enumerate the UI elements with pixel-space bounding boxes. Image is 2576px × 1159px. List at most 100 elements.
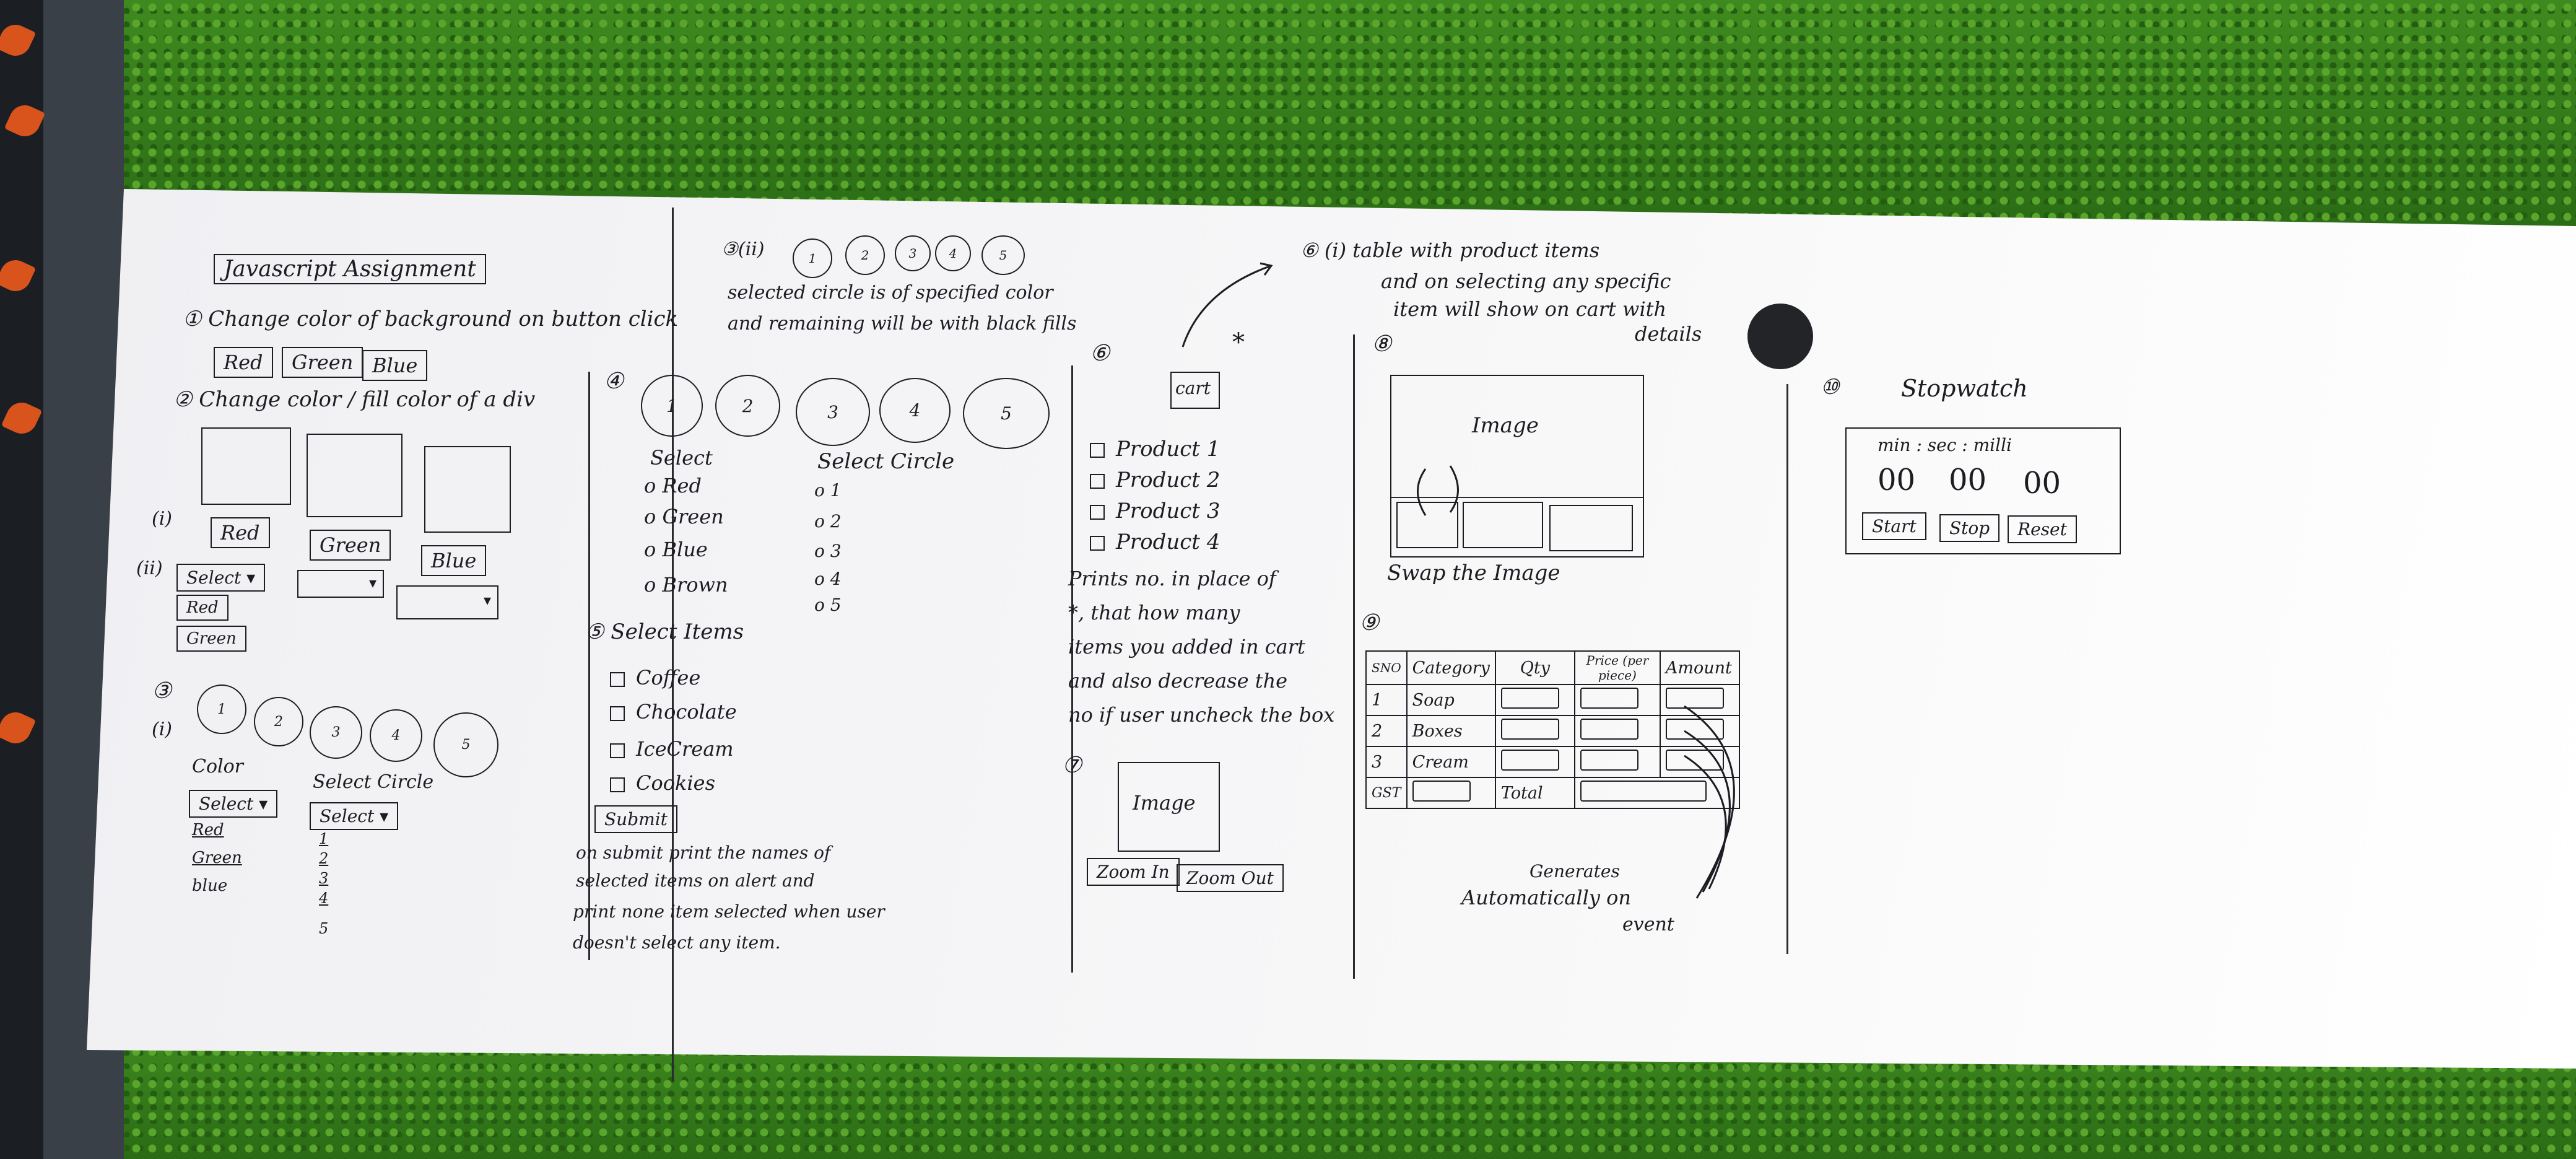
s1-blue-button[interactable]: Blue bbox=[362, 350, 428, 381]
stop-button[interactable]: Stop bbox=[1939, 514, 2000, 542]
s6-number: ⑥ bbox=[1090, 341, 1110, 366]
s9-note: event bbox=[1622, 914, 1674, 935]
price-input[interactable] bbox=[1580, 718, 1638, 740]
s8-image-label: Image bbox=[1472, 413, 1539, 438]
s5-note: print none item selected when user bbox=[573, 901, 885, 922]
qty-input[interactable] bbox=[1500, 749, 1559, 771]
qty-input[interactable] bbox=[1500, 687, 1559, 709]
table-header: Qty bbox=[1494, 650, 1575, 685]
price-input[interactable] bbox=[1580, 749, 1638, 771]
s3-color-option: Red bbox=[192, 821, 224, 839]
s2-red-button[interactable]: Red bbox=[211, 517, 270, 548]
s5-submit-button[interactable]: Submit bbox=[594, 805, 677, 833]
checkbox-icon[interactable] bbox=[1090, 536, 1105, 551]
s6-product[interactable]: Product 3 bbox=[1090, 499, 1220, 523]
checkbox-icon[interactable] bbox=[610, 777, 625, 792]
s2-ii-label: (ii) bbox=[136, 558, 163, 579]
cart-icon[interactable]: cart bbox=[1170, 372, 1220, 409]
s6-product[interactable]: Product 1 bbox=[1090, 437, 1220, 461]
s3ii-circle[interactable]: 5 bbox=[981, 235, 1025, 275]
amount-input[interactable] bbox=[1665, 749, 1724, 771]
reset-button[interactable]: Reset bbox=[2008, 515, 2077, 543]
s2-green-button[interactable]: Green bbox=[310, 530, 391, 561]
s3-circle[interactable]: 4 bbox=[370, 709, 422, 762]
s2-option-red[interactable]: Red bbox=[176, 595, 228, 621]
table-header: SNO bbox=[1365, 650, 1408, 685]
s3-circle[interactable]: 2 bbox=[254, 697, 303, 746]
s5-item[interactable]: Cookies bbox=[610, 771, 715, 795]
s4-number-radio[interactable]: o 2 bbox=[814, 511, 842, 531]
checkbox-icon[interactable] bbox=[1090, 505, 1105, 520]
s3-color-select[interactable]: Select bbox=[189, 790, 278, 818]
s2-color-select[interactable]: Select bbox=[176, 564, 266, 592]
s3-i-label: (i) bbox=[152, 719, 173, 740]
minutes-display: 00 bbox=[1878, 463, 1916, 497]
s5-item[interactable]: Chocolate bbox=[610, 700, 737, 724]
s3ii-circle[interactable]: 3 bbox=[895, 235, 931, 271]
s1-red-button[interactable]: Red bbox=[214, 347, 273, 378]
s2-select-empty[interactable]: ▾ bbox=[297, 570, 384, 598]
s3-color-option: Green bbox=[192, 849, 242, 867]
s6-note: *, that how many bbox=[1068, 601, 1240, 624]
zoom-in-button[interactable]: Zoom In bbox=[1087, 858, 1180, 886]
checkbox-icon[interactable] bbox=[610, 743, 625, 758]
s6-product[interactable]: Product 4 bbox=[1090, 530, 1220, 554]
s4-number-radio[interactable]: o 3 bbox=[814, 541, 842, 561]
s3-circle-select[interactable]: Select bbox=[310, 802, 399, 830]
zoom-out-button[interactable]: Zoom Out bbox=[1177, 864, 1284, 892]
thumbnail[interactable] bbox=[1463, 502, 1543, 548]
amount-input[interactable] bbox=[1665, 687, 1724, 709]
checkbox-icon[interactable] bbox=[1090, 443, 1105, 458]
price-input[interactable] bbox=[1580, 687, 1638, 709]
color-div bbox=[424, 446, 511, 533]
s2-select-empty[interactable]: ▾ bbox=[396, 585, 498, 619]
s3-circle-option: 5 bbox=[319, 920, 329, 937]
s3-circle[interactable]: 5 bbox=[433, 712, 498, 777]
s4-circle[interactable]: 1 bbox=[641, 375, 703, 437]
s4-color-radio[interactable]: o Green bbox=[644, 505, 724, 528]
s5-item[interactable]: Coffee bbox=[610, 666, 700, 689]
s6-note: no if user uncheck the box bbox=[1068, 703, 1335, 727]
checkbox-icon[interactable] bbox=[610, 706, 625, 721]
s5-item[interactable]: IceCream bbox=[610, 737, 734, 761]
stopwatch-title: Stopwatch bbox=[1901, 375, 2028, 402]
s3ii-circle[interactable]: 2 bbox=[845, 235, 885, 275]
s6-product[interactable]: Product 2 bbox=[1090, 468, 1220, 492]
s3-circle-option: 1 bbox=[319, 830, 329, 847]
s3ii-circle[interactable]: 4 bbox=[935, 235, 971, 271]
s1-green-button[interactable]: Green bbox=[282, 347, 363, 378]
s4-color-radio[interactable]: o Brown bbox=[644, 573, 728, 597]
s6-note: items you added in cart bbox=[1068, 635, 1305, 658]
s4-circle[interactable]: 4 bbox=[879, 378, 951, 443]
gst-input[interactable] bbox=[1412, 780, 1471, 802]
s4-color-radio[interactable]: o Blue bbox=[644, 538, 708, 561]
s4-circle[interactable]: 2 bbox=[715, 375, 780, 437]
s4-circle[interactable]: 3 bbox=[796, 378, 870, 446]
s6-star: * bbox=[1232, 328, 1245, 357]
s3ii-circle[interactable]: 1 bbox=[793, 238, 832, 278]
s3-circle[interactable]: 3 bbox=[310, 706, 362, 759]
s2-option-green[interactable]: Green bbox=[176, 626, 246, 652]
s7-image-label: Image bbox=[1133, 791, 1196, 815]
s4-number-radio[interactable]: o 5 bbox=[814, 595, 842, 615]
s4-number-radio[interactable]: o 4 bbox=[814, 569, 842, 589]
s3-circle-option: 2 bbox=[319, 850, 329, 867]
table-row: 1 Soap bbox=[1365, 684, 1740, 716]
checkbox-icon[interactable] bbox=[610, 671, 625, 687]
qty-input[interactable] bbox=[1500, 718, 1559, 740]
s2-blue-button[interactable]: Blue bbox=[421, 545, 487, 576]
checkbox-icon[interactable] bbox=[1090, 474, 1105, 489]
section-divider bbox=[1786, 384, 1788, 954]
millis-display: 00 bbox=[2023, 466, 2061, 501]
s3-circle[interactable]: 1 bbox=[197, 684, 246, 734]
s4-circle[interactable]: 5 bbox=[963, 378, 1050, 449]
total-input[interactable] bbox=[1580, 780, 1707, 802]
thumbnail[interactable] bbox=[1396, 502, 1458, 548]
s3-circle-label: Select Circle bbox=[313, 771, 434, 793]
thumbnail[interactable] bbox=[1549, 505, 1633, 551]
start-button[interactable]: Start bbox=[1862, 512, 1926, 540]
s5-note: doesn't select any item. bbox=[573, 932, 781, 953]
s4-number-radio[interactable]: o 1 bbox=[814, 480, 842, 501]
s4-color-radio[interactable]: o Red bbox=[644, 474, 702, 497]
s5-note: on submit print the names of bbox=[576, 842, 831, 863]
